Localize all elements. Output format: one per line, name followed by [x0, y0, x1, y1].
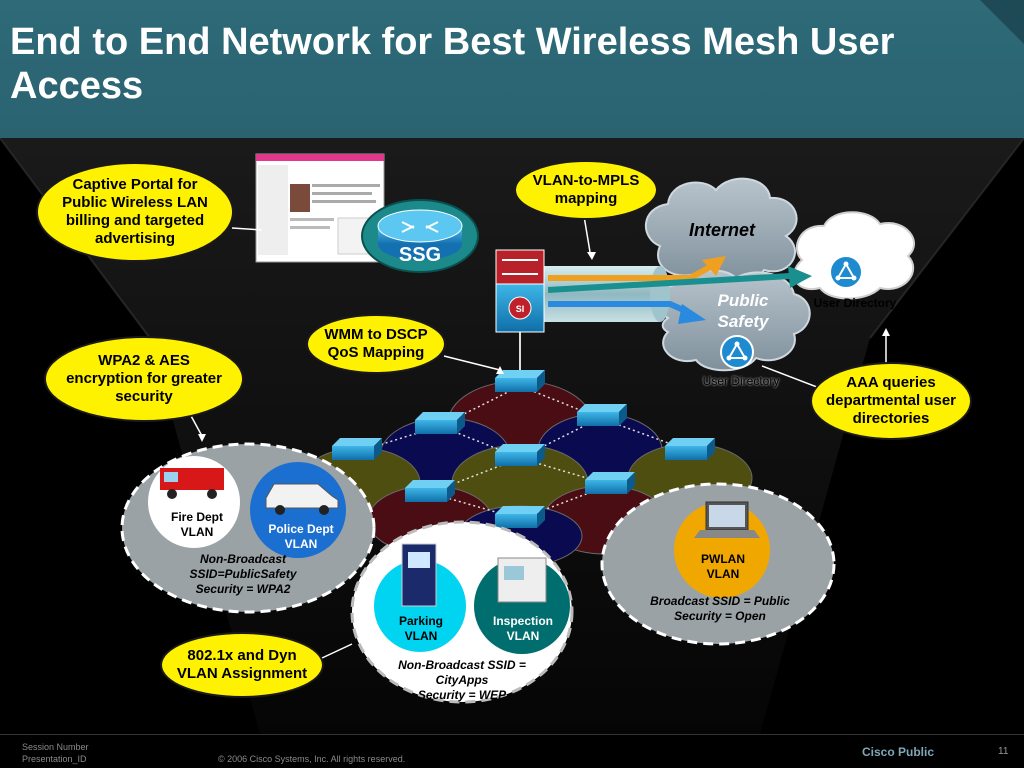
police-dept-vlan-label: Police Dept VLAN — [268, 522, 334, 551]
pwlan-vlan-label: PWLAN VLAN — [701, 552, 745, 581]
callout-wmm-dscp: WMM to DSCP QoS Mapping — [306, 314, 446, 374]
public-safety-ssid-line: SSID=PublicSafety — [189, 567, 297, 581]
si-label: SI — [516, 304, 525, 314]
callout-captive-portal: Captive Portal for Public Wireless LAN b… — [36, 162, 234, 262]
page-number: 11 — [998, 746, 1009, 757]
inspection-vlan-label: Inspection VLAN — [492, 614, 553, 643]
callout-802-1x-text: 802.1x and Dyn VLAN Assignment — [176, 647, 308, 682]
mpls-pipe — [544, 266, 670, 322]
pwlan-ssid-line: Broadcast SSID = Public — [650, 594, 790, 608]
session-number: Session Number — [22, 742, 89, 752]
arrow-head — [587, 252, 596, 260]
fire-dept-vlan-label: Fire Dept VLAN — [170, 510, 223, 539]
public-safety-ssid-line: Non-Broadcast — [199, 552, 286, 566]
core-switch — [495, 249, 545, 333]
user-directory-icon — [829, 255, 863, 289]
user-directory-label: User Directory — [813, 296, 897, 310]
traffic-arrows — [547, 256, 812, 324]
city-apps-ssid-line: Security = WEP — [417, 688, 507, 702]
callout-wpa2: WPA2 & AES encryption for greater securi… — [44, 336, 244, 422]
user-directory-label: User Directory — [702, 374, 780, 388]
ssg-label: SSG — [399, 244, 441, 266]
arrow-head — [496, 366, 504, 374]
callout-wmm-dscp-text: WMM to DSCP QoS Mapping — [324, 326, 428, 361]
user-directory-cloud — [793, 211, 915, 300]
pwlan-group — [600, 482, 836, 646]
copyright-notice: © 2006 Cisco Systems, Inc. All rights re… — [218, 754, 406, 764]
ssg-router — [361, 199, 479, 273]
diagram-stage: SSG SI — [0, 138, 1024, 734]
city-apps-ssid-line: CityApps — [435, 673, 489, 687]
public-safety-ssid-line: Security = WPA2 — [195, 582, 291, 596]
callout-vlan-mpls-text: VLAN-to-MPLS mapping — [532, 172, 640, 207]
internet-label: Internet — [688, 220, 755, 240]
callout-vlan-mpls: VLAN-to-MPLS mapping — [514, 160, 658, 220]
slide-title: End to End Network for Best Wireless Mes… — [10, 21, 895, 107]
city-apps-group — [350, 520, 574, 704]
callout-aaa: AAA queries departmental user directorie… — [810, 362, 972, 440]
slide-header: End to End Network for Best Wireless Mes… — [0, 0, 1024, 138]
slide-footer: Session Number Presentation_ID © 2006 Ci… — [0, 734, 1024, 768]
mesh-access-points — [332, 370, 715, 528]
callout-wpa2-text: WPA2 & AES encryption for greater securi… — [66, 352, 222, 405]
classification-label: Cisco Public — [862, 745, 935, 759]
funnel-edge-right — [869, 138, 1024, 339]
presentation-id: Presentation_ID — [22, 754, 87, 764]
public-safety-label: Public Safety — [717, 291, 769, 331]
network-diagram: SSG SI — [0, 138, 1024, 734]
callout-802-1x: 802.1x and Dyn VLAN Assignment — [160, 632, 324, 698]
header-corner-accent — [980, 0, 1024, 44]
parking-vlan-label: Parking VLAN — [398, 614, 443, 643]
arrow-head — [882, 328, 890, 336]
pwlan-ssid-line: Security = Open — [674, 609, 766, 623]
city-apps-ssid-line: Non-Broadcast SSID = — [398, 658, 526, 672]
public-safety-group — [120, 442, 376, 614]
callout-aaa-text: AAA queries departmental user directorie… — [825, 374, 957, 427]
callout-captive-portal-text: Captive Portal for Public Wireless LAN b… — [62, 176, 208, 247]
user-directory-icon — [720, 335, 754, 369]
arrow-head — [198, 434, 206, 442]
